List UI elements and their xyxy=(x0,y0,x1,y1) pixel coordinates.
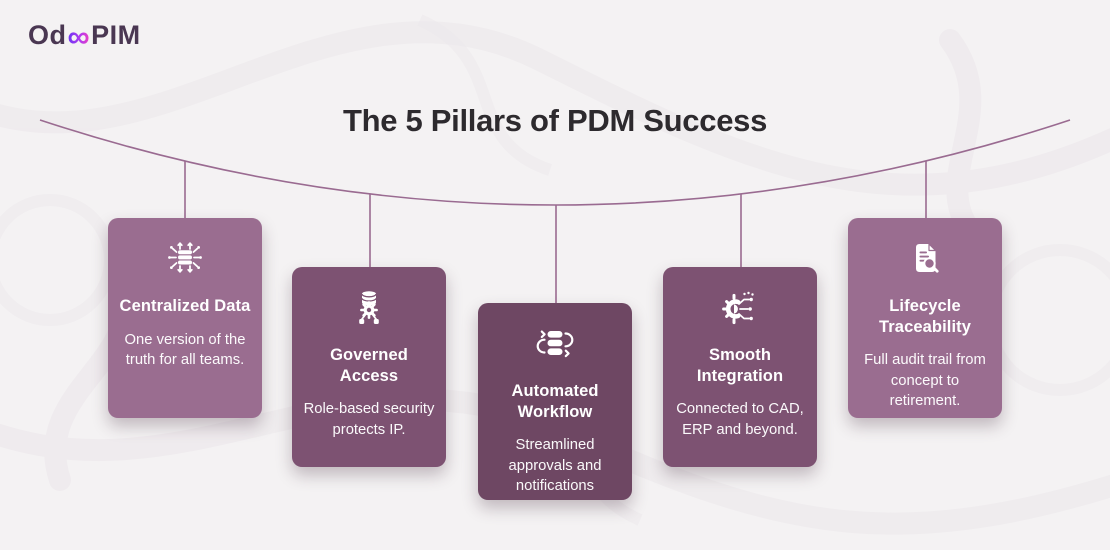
pillar-title: Lifecycle Traceability xyxy=(879,297,971,336)
pillar-card-governed-access: Governed Access Role-based security prot… xyxy=(292,267,446,467)
governed-access-icon xyxy=(359,291,379,324)
page-title: The 5 Pillars of PDM Success xyxy=(342,103,768,138)
lifecycle-traceability-icon xyxy=(916,243,939,273)
smooth-integration-icon xyxy=(722,291,754,325)
pillar-title: Governed Access xyxy=(330,346,408,385)
infinity-icon: ∞ xyxy=(67,19,91,54)
pillar-card-smooth-integration: Smooth Integration Connected to CAD, ERP… xyxy=(663,267,817,467)
pillar-card-lifecycle-traceability: Lifecycle Traceability Full audit trail … xyxy=(848,218,1002,418)
centralized-data-icon xyxy=(168,242,202,273)
wire-curve xyxy=(39,119,1071,206)
pillar-card-automated-workflow: Automated Workflow Streamlined approvals… xyxy=(478,303,632,500)
pillar-title: Centralized Data xyxy=(119,297,251,315)
pillar-description: Role-based security protects IP. xyxy=(303,401,435,438)
pillar-card-centralized-data: Centralized Data One version of the trut… xyxy=(108,218,262,418)
pillar-description: Connected to CAD, ERP and beyond. xyxy=(676,401,804,438)
pillar-title: Automated Workflow xyxy=(511,382,599,421)
automated-workflow-icon xyxy=(536,330,574,358)
pillar-title: Smooth Integration xyxy=(696,346,784,385)
pillar-description: One version of the truth for all teams. xyxy=(124,331,246,369)
logo-text-suffix: PIM xyxy=(91,20,141,50)
pillar-description: Full audit trail from concept to retirem… xyxy=(864,352,986,410)
odoopim-logo: Od∞PIM xyxy=(28,19,141,54)
pillar-description: Streamlined approvals and notifications xyxy=(508,437,602,495)
logo-text-prefix: Od xyxy=(28,20,67,50)
